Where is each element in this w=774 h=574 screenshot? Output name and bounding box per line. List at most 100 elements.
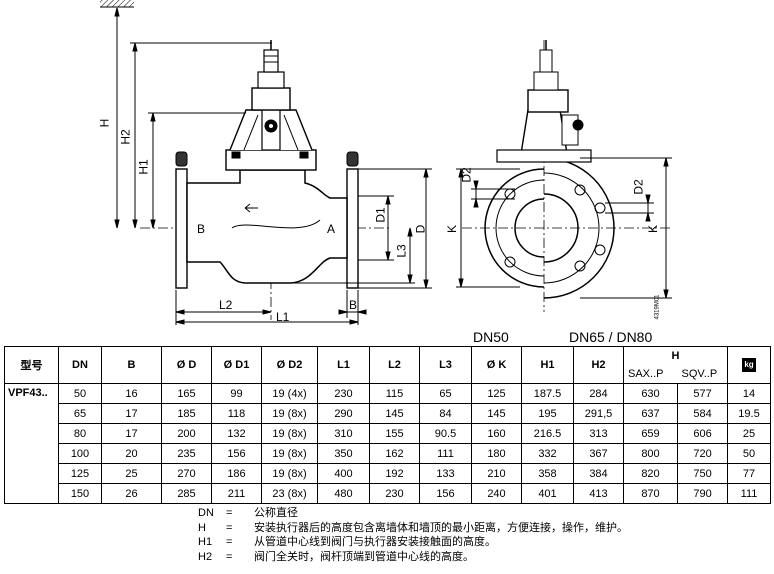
col-h2: H2 bbox=[573, 346, 624, 384]
cell: 290 bbox=[317, 403, 370, 424]
legend-item: H2=阀门全关时，阀杆顶端到管道中心线的高度。 bbox=[198, 550, 628, 565]
cell: 84 bbox=[419, 403, 472, 424]
cell: 133 bbox=[419, 463, 472, 484]
cell: 211 bbox=[211, 483, 262, 504]
cell: 155 bbox=[369, 423, 420, 444]
cell: 156 bbox=[211, 443, 262, 464]
cell: 270 bbox=[161, 463, 212, 484]
col-d1: Ø D1 bbox=[211, 346, 262, 384]
col-l2: L2 bbox=[369, 346, 420, 384]
cell: 720 bbox=[676, 443, 729, 464]
cell: 145 bbox=[471, 403, 522, 424]
legend: DN=公称直径 H = 安装执行器后的高度包含离墙体和墙顶的最小距离，方便连接，操作… bbox=[198, 506, 628, 564]
cell: 185 bbox=[161, 403, 212, 424]
cell: 25 bbox=[727, 423, 772, 444]
cell: 150 bbox=[58, 483, 102, 504]
cell: 25 bbox=[101, 463, 162, 484]
cell: 19 (8x) bbox=[261, 403, 318, 424]
cell: 111 bbox=[419, 443, 472, 464]
cell: 313 bbox=[573, 423, 624, 444]
cell: 80 bbox=[58, 423, 102, 444]
col-model: 型号 bbox=[4, 346, 59, 384]
table-row: 65 17 185 118 19 (8x) 290 145 84 145 195… bbox=[5, 403, 772, 424]
legend-desc: 从管道中心线到阀门与执行器安装接触面的高度。 bbox=[254, 536, 496, 548]
cell: 99 bbox=[211, 383, 262, 404]
cell: 160 bbox=[471, 423, 522, 444]
cell: 630 bbox=[623, 383, 678, 404]
cell: 90.5 bbox=[419, 423, 472, 444]
col-h: H bbox=[622, 346, 729, 365]
cell: 111 bbox=[727, 483, 772, 504]
cell: 19 (8x) bbox=[261, 443, 318, 464]
table-row: 100 20 235 156 19 (8x) 350 162 111 180 3… bbox=[5, 443, 772, 464]
dim-D-label: D bbox=[413, 224, 428, 234]
cell: 180 bbox=[471, 443, 522, 464]
cell: 800 bbox=[623, 443, 678, 464]
col-b: B bbox=[101, 346, 162, 384]
col-d2: Ø D2 bbox=[261, 346, 318, 384]
model-cell: VPF43.. bbox=[4, 383, 59, 504]
cell: 358 bbox=[521, 463, 574, 484]
col-weight: kg bbox=[727, 346, 772, 384]
cell: 132 bbox=[211, 423, 262, 444]
cell: 284 bbox=[573, 383, 624, 404]
legend-item: H = 安装执行器后的高度包含离墙体和墙顶的最小距离，方便连接，操作，维护。 bbox=[198, 521, 628, 536]
cell: 820 bbox=[623, 463, 678, 484]
cell: 145 bbox=[369, 403, 420, 424]
cell: 65 bbox=[58, 403, 102, 424]
cell: 291,5 bbox=[573, 403, 624, 424]
port-B-label: B bbox=[197, 222, 206, 236]
caption-dn50: DN50 bbox=[473, 329, 509, 345]
table-row: 150 26 285 211 23 (8x) 480 230 156 240 4… bbox=[5, 483, 772, 504]
col-k: Ø K bbox=[471, 346, 522, 384]
legend-item: H1=从管道中心线到阀门与执行器安装接触面的高度。 bbox=[198, 535, 628, 550]
cell: 230 bbox=[317, 383, 370, 404]
cell: 577 bbox=[676, 383, 729, 404]
cell: 310 bbox=[317, 423, 370, 444]
cell: 19 (4x) bbox=[261, 383, 318, 404]
cell: 19 (8x) bbox=[261, 423, 318, 444]
legend-term: H bbox=[198, 521, 206, 534]
cell: 584 bbox=[676, 403, 729, 424]
port-A-label: A bbox=[327, 222, 336, 236]
cell: 20 bbox=[101, 443, 162, 464]
legend-item: DN=公称直径 bbox=[198, 506, 628, 521]
caption-dn65-80: DN65 / DN80 bbox=[569, 329, 653, 345]
col-h-sax: SAX..P bbox=[623, 365, 678, 384]
cell: 125 bbox=[471, 383, 522, 404]
cell: 750 bbox=[676, 463, 729, 484]
cell: 14 bbox=[727, 383, 772, 404]
table-subheader-row: SAX..P SQV..P bbox=[5, 365, 771, 384]
cell: 77 bbox=[727, 463, 772, 484]
cell: 870 bbox=[623, 483, 678, 504]
table-header-row: 型号 DN B Ø D Ø D1 Ø D2 L1 L2 L3 Ø K H1 H2… bbox=[4, 346, 772, 384]
legend-eq: = bbox=[226, 536, 233, 548]
cell: 332 bbox=[521, 443, 574, 464]
dim-K-right-label: K bbox=[646, 224, 661, 234]
dim-L3-label: L3 bbox=[394, 244, 409, 258]
cell: 118 bbox=[211, 403, 262, 424]
legend-desc: 阀门全关时，阀杆顶端到管道中心线的高度。 bbox=[254, 550, 474, 563]
dim-K-left-label: K bbox=[445, 224, 460, 234]
weight-icon: kg bbox=[742, 358, 757, 372]
cell: 384 bbox=[573, 463, 624, 484]
cell: 400 bbox=[317, 463, 370, 484]
cell: 65 bbox=[419, 383, 472, 404]
cell: 350 bbox=[317, 443, 370, 464]
ceiling-hatch bbox=[100, 0, 134, 7]
cell: 19.5 bbox=[727, 403, 772, 424]
legend-term: DN bbox=[198, 507, 214, 519]
cell: 186 bbox=[211, 463, 262, 484]
dim-D2-right-label: D2 bbox=[631, 179, 646, 195]
dim-L1-label: L1 bbox=[276, 310, 290, 324]
end-view bbox=[456, 40, 672, 312]
cell: 187.5 bbox=[521, 383, 574, 404]
legend-desc: 安装执行器后的高度包含离墙体和墙顶的最小距离，方便连接，操作，维护。 bbox=[254, 521, 628, 534]
dim-H-label: H bbox=[97, 118, 112, 128]
dim-H2-label: H2 bbox=[118, 129, 133, 145]
cell: 17 bbox=[101, 423, 162, 444]
table-body: VPF43.. 50 16 165 99 19 (4x) 230 115 65 … bbox=[4, 383, 772, 504]
legend-eq: = bbox=[226, 521, 233, 534]
cell: 125 bbox=[58, 463, 102, 484]
cell: 50 bbox=[727, 443, 772, 464]
